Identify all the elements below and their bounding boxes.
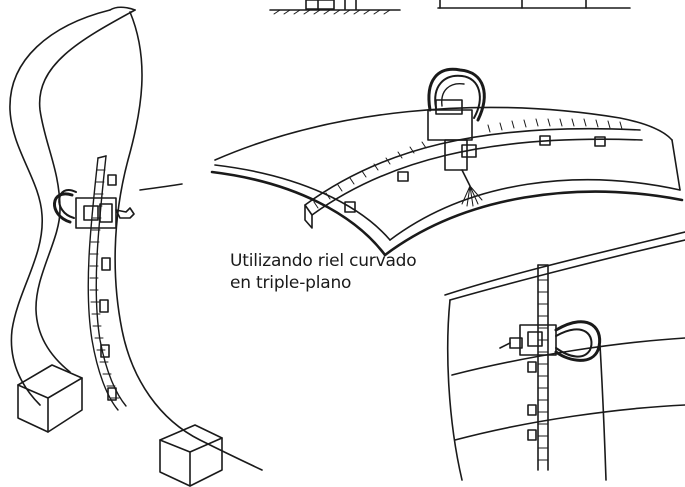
top-fragment-ground (269, 0, 401, 15)
right-figure-tank (444, 231, 685, 481)
top-fragment-rail (437, 0, 631, 9)
caption-line-1: Utilizando riel curvado (230, 251, 417, 271)
caption-line-2: en triple-plano (230, 273, 352, 293)
left-figure-pipe (9, 6, 263, 487)
figure-caption: Utilizando riel curvado en triple-plano (230, 250, 470, 294)
center-figure-plate (210, 67, 684, 257)
